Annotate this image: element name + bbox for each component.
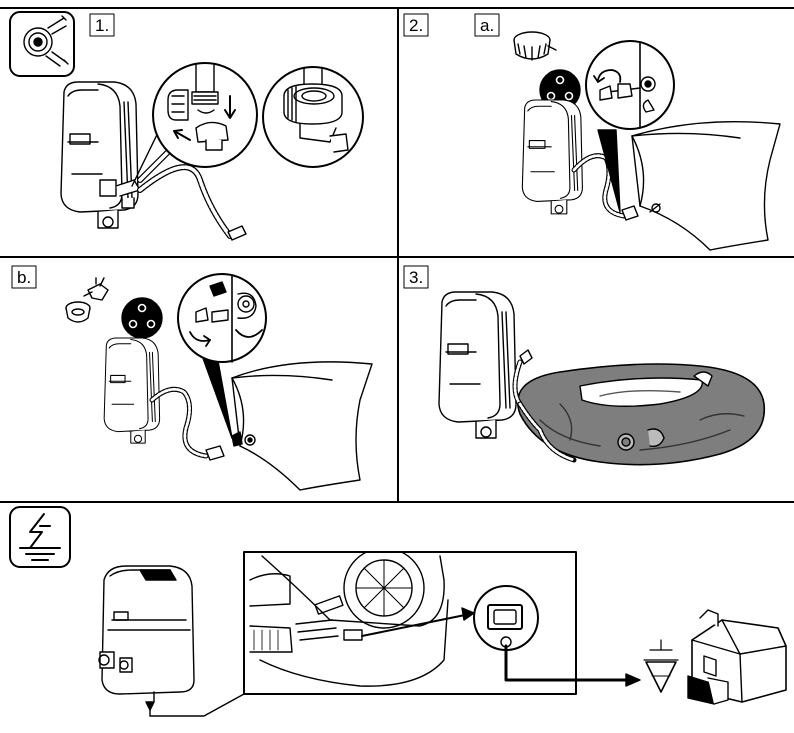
- detail-circle-step-2b: [177, 273, 267, 363]
- ground-screw-detail: [473, 585, 539, 651]
- house-icon: [687, 609, 787, 705]
- panel-grid: [0, 7, 794, 503]
- step-2b-label: b.: [11, 265, 37, 289]
- callout-leader-step-2b: [199, 349, 233, 439]
- detail-circle-step-1a: [152, 62, 258, 168]
- callout-leader-grounding: [149, 693, 245, 717]
- detail-circle-step-1b: [262, 66, 364, 168]
- hose-connector-step-1: [99, 179, 141, 209]
- ground-arrow: [361, 607, 475, 637]
- svg-text:1.: 1.: [95, 16, 109, 35]
- o-ring-seal-icon: [9, 11, 75, 77]
- panel-step-1: 1.: [9, 11, 364, 241]
- callout-leader-step-2: [597, 129, 621, 213]
- ground-wire: [504, 644, 641, 687]
- svg-text:a.: a.: [480, 16, 494, 35]
- step-2-number: 2.: [403, 13, 429, 37]
- step-1-number: 1.: [89, 13, 115, 37]
- heater-unit-front: [98, 565, 195, 703]
- braided-hose-step-2: [571, 153, 639, 221]
- electrical-ground-icon: [9, 506, 71, 568]
- tub-wall-step-2: [631, 121, 781, 251]
- braided-hose-step-2b: [149, 386, 225, 461]
- heater-unit-step-3: [438, 291, 517, 439]
- port-selector-icon-b: [121, 297, 163, 339]
- panel-step-2b: b.: [11, 265, 373, 491]
- panel-step-2: 2. a.: [403, 13, 781, 251]
- deflated-tub: [517, 363, 766, 466]
- detail-circle-step-2: [585, 40, 675, 130]
- svg-text:2.: 2.: [409, 16, 423, 35]
- step-2a-label: a.: [474, 13, 500, 37]
- heater-unit-step-2b: [103, 337, 161, 444]
- tub-wall-step-2b: [231, 361, 373, 491]
- heater-unit-step-2: [521, 99, 583, 215]
- strainer-parts-icon: [65, 277, 109, 323]
- panel-step-3: 3.: [403, 265, 766, 466]
- earth-ground-symbol: [643, 639, 679, 693]
- strainer-cap-icon: [513, 31, 557, 61]
- step-3-number: 3.: [403, 265, 429, 289]
- braided-hose-step-3: [512, 349, 577, 463]
- svg-text:b.: b.: [17, 268, 31, 287]
- panel-grounding: [9, 506, 787, 717]
- svg-text:3.: 3.: [409, 268, 423, 287]
